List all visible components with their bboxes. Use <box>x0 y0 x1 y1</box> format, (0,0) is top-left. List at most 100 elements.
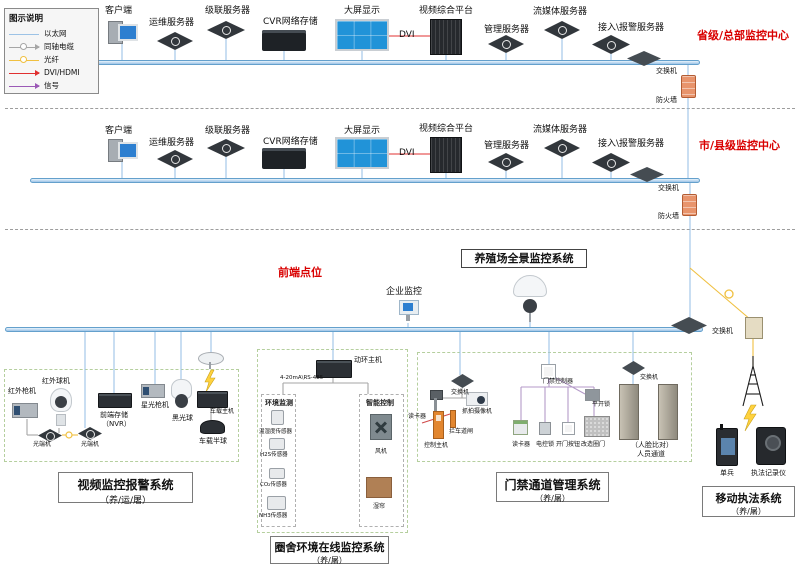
alarm-server-icon <box>592 35 630 54</box>
legend-title: 图示说明 <box>9 14 44 24</box>
ops-server-icon <box>157 150 193 168</box>
alarm-server-icon <box>592 153 630 172</box>
mobile-section-title: 移动执法系统 <box>715 492 782 505</box>
tier2-alarm-label: 接入\报警服务器 <box>598 139 665 149</box>
panorama-camera-icon <box>513 275 547 322</box>
radio-tower-icon <box>742 356 764 407</box>
stream-server-icon <box>544 139 580 157</box>
door-button-icon <box>562 422 575 435</box>
vehicle-dome-icon <box>200 420 225 434</box>
co2-sensor-icon <box>269 468 285 479</box>
tier1-client-label: 客户端 <box>105 6 133 16</box>
optical-transceiver-icon <box>78 427 102 440</box>
access-controller-icon <box>541 364 556 379</box>
barrier-gate-icon <box>450 410 456 428</box>
access-section-title: 门禁通道管理系统 <box>504 478 601 492</box>
portable-terminal-icon <box>716 424 738 466</box>
cvr-storage-icon <box>262 148 306 169</box>
co2-sensor-label: CO₂传感器 <box>260 482 287 488</box>
env-host-label: 动环主机 <box>354 356 382 364</box>
cascade-server-icon <box>207 21 245 39</box>
cascade-server-icon <box>207 139 245 157</box>
video-platform-icon <box>430 137 462 173</box>
frontend-switch-icon <box>671 317 707 334</box>
pen-gate-photo <box>584 416 610 437</box>
pole-card-reader-label: 读卡器 <box>408 413 427 420</box>
temp-humidity-sensor-icon <box>271 410 284 425</box>
tier2-stream-label: 流媒体服务器 <box>533 125 588 135</box>
access-section-border <box>417 352 692 462</box>
starlight-bullet-camera-icon <box>141 384 165 398</box>
video-section-name-box: 视频监控报警系统 （养/运/屠） <box>58 472 193 506</box>
wet-curtain-icon <box>366 477 392 498</box>
tier2-client-label: 客户端 <box>105 126 133 136</box>
swing-lock-label: 平开锁 <box>592 401 611 408</box>
fan-icon <box>370 414 392 440</box>
tier1-wall-label: 大屏显示 <box>344 6 381 16</box>
nvr-sub-label: （NVR） <box>102 420 131 428</box>
env-monitor-box <box>261 394 296 527</box>
person-channel-label: 人员通道 <box>637 450 665 458</box>
env-section-subtitle: （养/屠） <box>312 556 347 565</box>
env-host-icon <box>316 360 352 378</box>
ethernet-bus-tier1 <box>30 60 700 65</box>
body-camera-icon <box>756 427 786 465</box>
lightning-bolt-icon <box>743 404 757 432</box>
mgmt-server-icon <box>488 153 524 171</box>
env-monitor-box-title: 环境监测 <box>265 399 293 407</box>
card-reader-icon <box>513 420 528 435</box>
tier1-switch-label: 交换机 <box>656 67 677 75</box>
tier2-switch-icon <box>630 167 664 182</box>
vehicle-host-label: 车载主机 <box>210 408 235 415</box>
fan-label: 风机 <box>375 448 388 455</box>
starlight-bullet-label: 星光枪机 <box>141 401 169 409</box>
optical-transceiver-label: 光端机 <box>81 441 100 448</box>
video-section-border <box>4 369 239 462</box>
nvr-label: 前端存储 <box>100 411 128 419</box>
enterprise-monitor-label: 企业监控 <box>386 287 423 297</box>
tier1-title: 省级/总部监控中心 <box>697 29 790 42</box>
tier1-ops-label: 运维服务器 <box>149 18 195 28</box>
legend: 图示说明 以太网 同轴电缆 光纤 DVI/HDMI 信号 <box>4 8 99 94</box>
optical-transceiver-label: 光端机 <box>33 441 52 448</box>
ir-dome-label: 红外球机 <box>42 377 70 385</box>
h2s-sensor-label: H2S传感器 <box>260 452 288 458</box>
mobile-section-name-box: 移动执法系统 （养/屠） <box>702 486 795 517</box>
optical-transceiver-icon <box>38 429 62 442</box>
tier2-cvr-label: CVR网络存储 <box>263 137 318 147</box>
control-host-label: 控制主机 <box>424 442 449 449</box>
tier1-dvi-label: DVI <box>399 30 415 40</box>
capture-camera-icon <box>466 392 488 406</box>
face-compare-label: （人脸比对） <box>631 441 673 449</box>
env-section-title: 圈舍环境在线监控系统 <box>274 541 385 554</box>
turnstile-left-icon <box>619 384 639 440</box>
satellite-dish-icon <box>198 352 224 370</box>
tier1-mgmt-label: 管理服务器 <box>484 25 530 35</box>
mgmt-server-icon <box>488 35 524 53</box>
tier1-cascade-label: 级联服务器 <box>205 6 251 16</box>
pole-card-reader-icon <box>430 390 443 414</box>
temp-humidity-sensor-label: 温湿度传感器 <box>259 429 293 435</box>
access-controller-label: 门禁控制器 <box>543 378 574 385</box>
tier1-alarm-label: 接入\报警服务器 <box>598 23 665 33</box>
electric-lock-icon <box>539 422 551 435</box>
legend-item-fiber: 光纤 <box>9 53 94 66</box>
portable-terminal-label: 单兵 <box>720 469 734 477</box>
enterprise-monitor-icon <box>397 300 420 324</box>
access-section-subtitle: （养/屠） <box>535 494 570 503</box>
access-switch-left-icon <box>451 374 474 388</box>
tier2-ops-label: 运维服务器 <box>149 138 195 148</box>
video-section-title: 视频监控报警系统 <box>77 478 174 492</box>
swing-lock-icon <box>585 389 600 401</box>
legend-item-coax: 同轴电缆 <box>9 40 94 53</box>
tier2-title: 市/县级监控中心 <box>699 139 781 152</box>
tier1-firewall-icon <box>681 75 696 98</box>
lightning-bolt-icon <box>204 369 216 393</box>
barrier-gate-label: 拦车道闸 <box>449 428 474 435</box>
vehicle-host-icon <box>197 391 228 408</box>
pen-gate-label: 改造圈门 <box>581 441 606 448</box>
ir-bullet-label: 红外枪机 <box>8 387 36 395</box>
access-switch-left-label: 交换机 <box>451 389 470 396</box>
cvr-storage-icon <box>262 30 306 51</box>
client-workstation-icon <box>108 136 138 162</box>
